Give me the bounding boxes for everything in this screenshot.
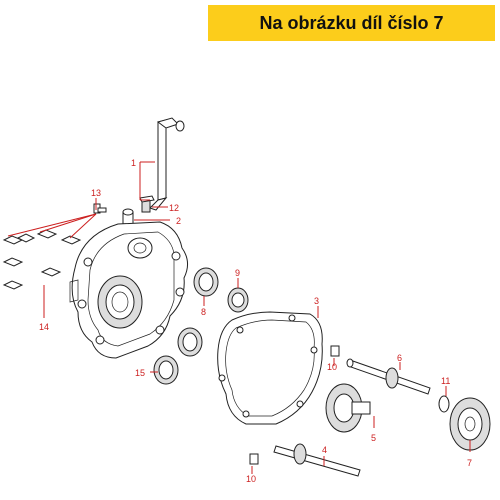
- callout-10-lower: 10: [246, 474, 256, 484]
- part-5-gear: [325, 383, 371, 433]
- callout-13: 13: [91, 188, 101, 198]
- part-9-seal: [227, 287, 249, 313]
- callout-9: 9: [235, 268, 240, 278]
- part-11-circlip: [438, 395, 450, 413]
- callout-15: 15: [135, 368, 145, 378]
- part-15-bearings: [153, 327, 203, 385]
- callout-3: 3: [314, 296, 319, 306]
- part-8-bearing: [193, 267, 219, 297]
- part-10-pin-upper: [330, 345, 340, 357]
- callout-6: 6: [397, 353, 402, 363]
- callout-7: 7: [467, 458, 472, 468]
- callout-11: 11: [441, 376, 450, 386]
- callout-10-upper: 10: [327, 362, 337, 372]
- banner-text: Na obrázku díl číslo 7: [259, 12, 444, 33]
- part-14-bolts: [2, 229, 82, 290]
- part-6-shaft: [346, 358, 431, 395]
- part-3-gasket: [217, 311, 323, 425]
- part-13-bolts: [93, 203, 107, 214]
- part-12-bolt: [139, 195, 155, 213]
- part-1-tube: [149, 117, 185, 211]
- callout-1: 1: [131, 158, 136, 168]
- part-4-shaft: [273, 443, 361, 477]
- callout-8: 8: [201, 307, 206, 317]
- gear-case-housing: [69, 221, 188, 359]
- callout-4: 4: [322, 445, 327, 455]
- part-10-pin-lower: [249, 453, 259, 465]
- callout-5: 5: [371, 433, 376, 443]
- callout-14: 14: [39, 322, 49, 332]
- part-banner: Na obrázku díl číslo 7: [208, 5, 495, 41]
- leader-lines: [7, 161, 471, 474]
- callout-12: 12: [169, 203, 179, 213]
- callout-2: 2: [176, 216, 181, 226]
